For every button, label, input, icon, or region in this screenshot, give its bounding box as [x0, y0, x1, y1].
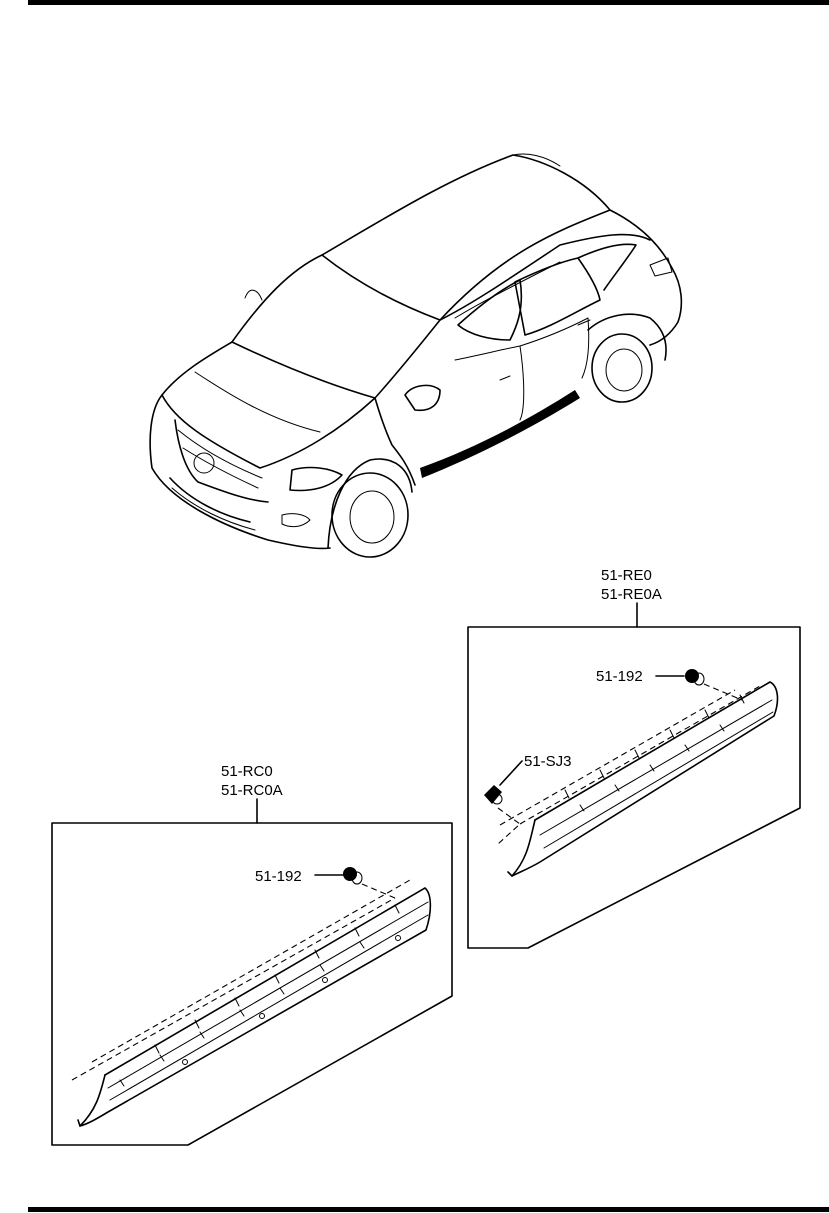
- clip-rear-label: 51-192: [596, 668, 643, 685]
- assembly-front-code-alt: 51-RC0A: [221, 782, 283, 799]
- retainer-clip-icon-front: [343, 867, 363, 885]
- bottom-rule: [28, 1207, 829, 1212]
- rear-assembly-frame: [467, 626, 801, 949]
- side-sill-garnish-highlight: [420, 390, 580, 478]
- clip-front-label: 51-192: [255, 868, 302, 885]
- top-rule: [28, 0, 829, 5]
- vehicle-illustration: [149, 153, 683, 558]
- retainer-clip-icon: [685, 669, 705, 686]
- fastener-rear-label: 51-SJ3: [524, 753, 572, 770]
- assembly-rear-code-alt: 51-RE0A: [601, 586, 662, 603]
- front-assembly-frame: [51, 822, 453, 1146]
- assembly-front-code: 51-RC0: [221, 763, 273, 780]
- push-fastener-icon: [484, 785, 503, 805]
- assembly-rear-code: 51-RE0: [601, 567, 652, 584]
- rear-garnish: [499, 681, 779, 877]
- front-garnish: [71, 879, 432, 1127]
